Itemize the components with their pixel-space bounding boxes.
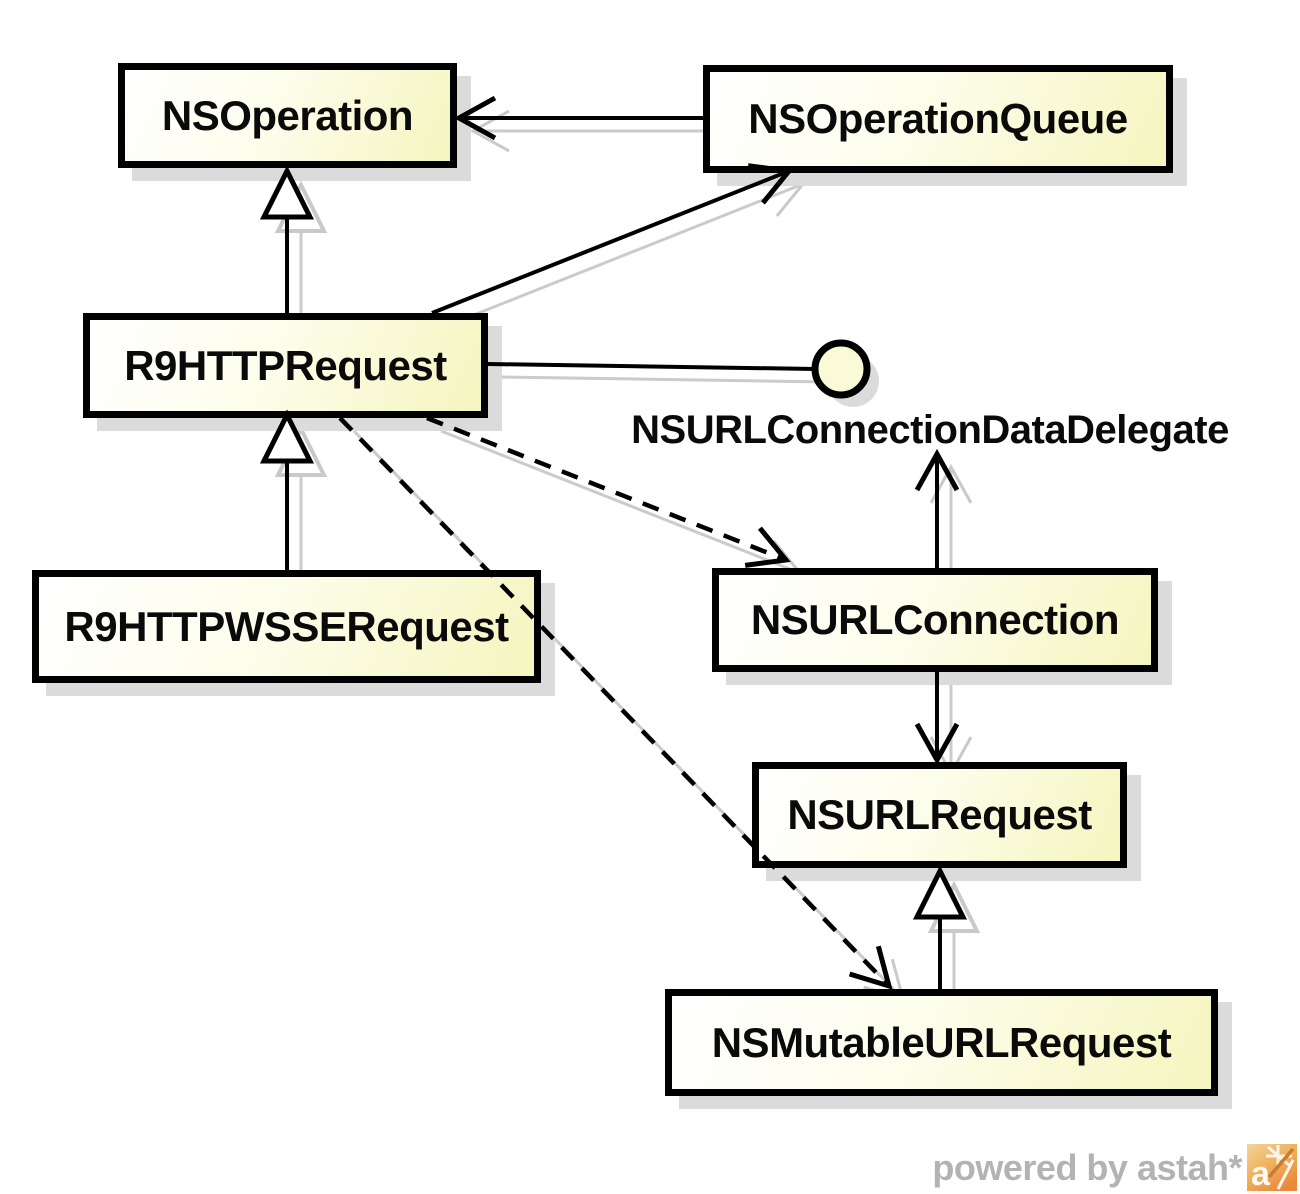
shadow-connectors [274, 109, 981, 1002]
class-label: R9HTTPRequest [124, 341, 447, 389]
class-label: NSOperation [161, 91, 414, 139]
class-label: NSURLRequest [787, 791, 1092, 838]
class-label: NSURLConnection [750, 596, 1120, 643]
lollipop-circle-shadow [827, 355, 879, 407]
watermark: powered by astah* a [932, 1144, 1297, 1191]
interface-label-nsurlconnectiondatadelegate: NSURLConnectionDataDelegate [631, 408, 1229, 452]
class-node-nsoperationqueue[interactable]: NSOperationQueue [703, 65, 1173, 173]
class-node-nsmutableurlrequest[interactable]: NSMutableURLRequest [665, 989, 1218, 1096]
class-node-nsoperation[interactable]: NSOperation [118, 63, 457, 168]
class-label: R9HTTPWSSERequest [64, 602, 509, 650]
class-node-nsurlconnection[interactable]: NSURLConnection [712, 568, 1158, 672]
class-node-r9httpwsserequest[interactable]: R9HTTPWSSERequest [32, 570, 541, 683]
astah-logo-icon: a [1247, 1144, 1297, 1191]
class-label: NSMutableURLRequest [711, 1018, 1172, 1066]
svg-text:a: a [1251, 1155, 1271, 1191]
class-node-r9httprequest[interactable]: R9HTTPRequest [83, 313, 488, 418]
watermark-text: powered by astah* [932, 1146, 1242, 1188]
class-label: NSOperationQueue [748, 95, 1128, 142]
class-node-nsurlrequest[interactable]: NSURLRequest [752, 762, 1127, 868]
